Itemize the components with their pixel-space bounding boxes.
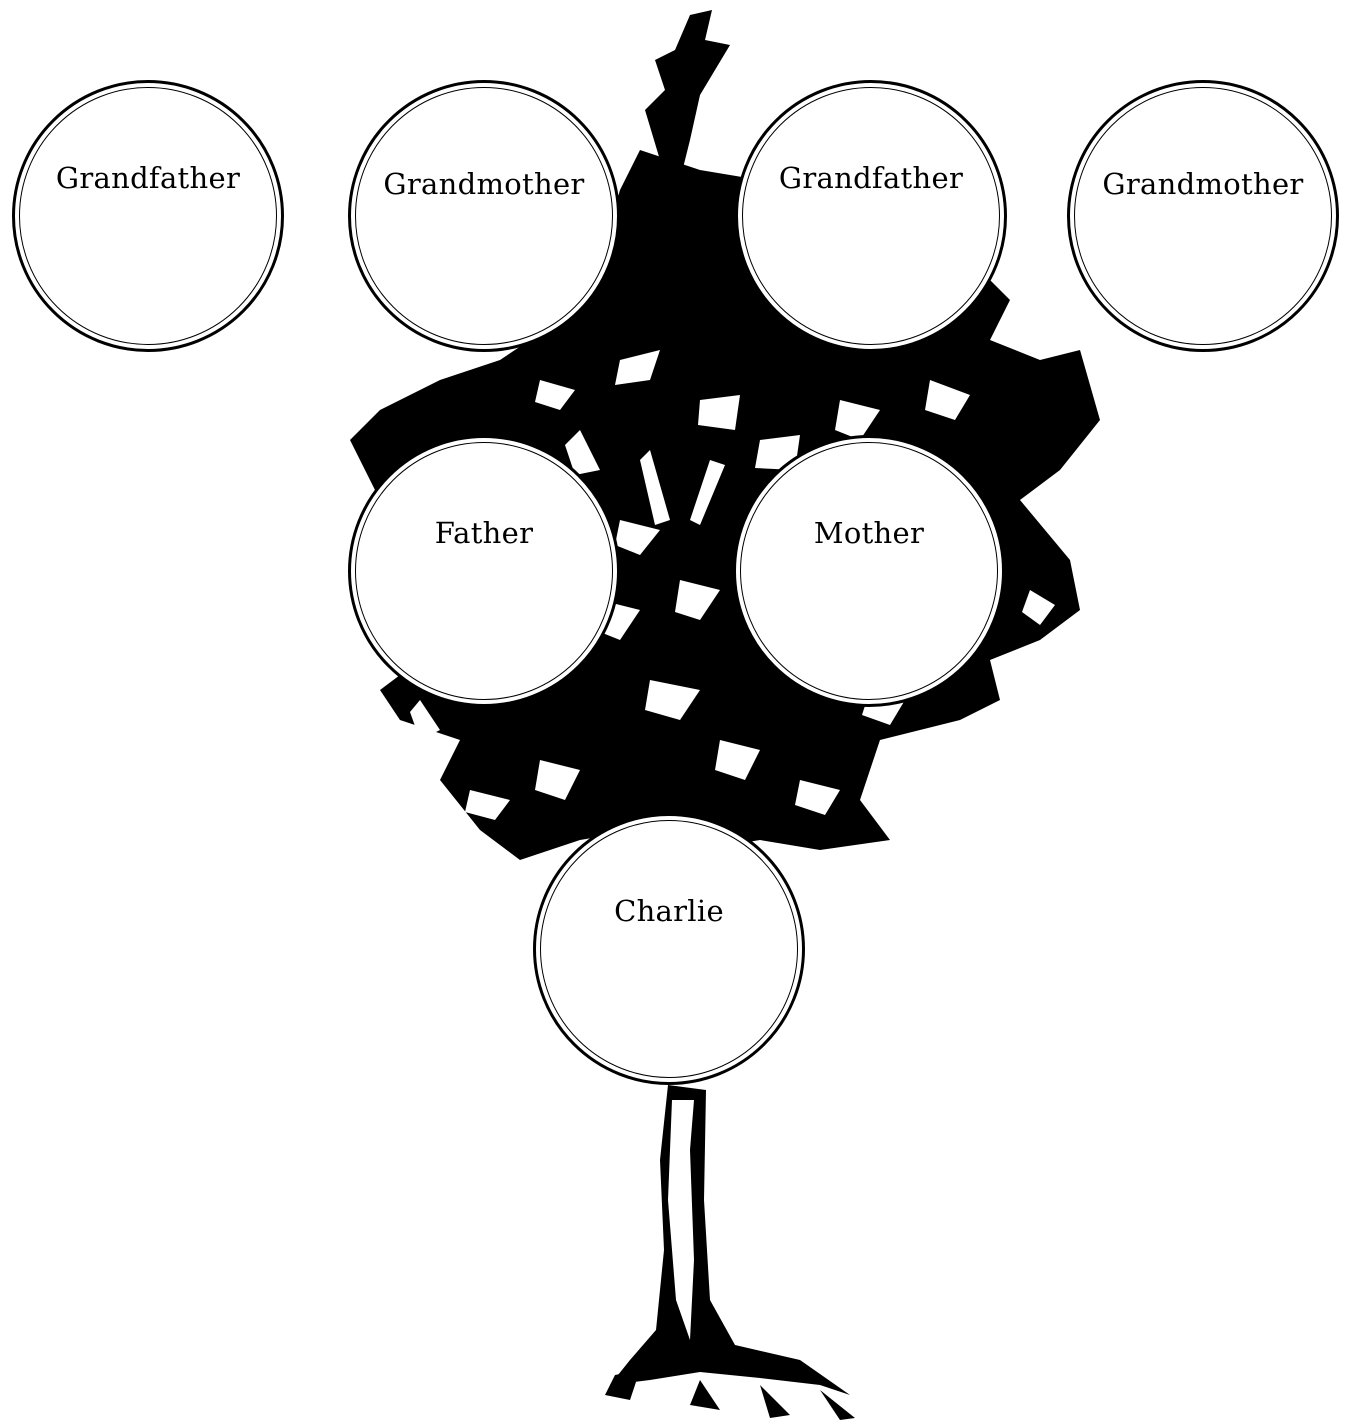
node-label: Grandmother <box>1102 167 1304 201</box>
node-label: Charlie <box>614 894 724 928</box>
node-child: Charlie <box>533 813 805 1085</box>
node-label: Grandfather <box>778 161 964 195</box>
node-label: Grandmother <box>383 167 585 201</box>
node-paternal-grandmother: Grandmother <box>348 80 620 352</box>
tree-spire <box>645 10 730 200</box>
node-father: Father <box>348 435 620 707</box>
node-label: Father <box>434 516 534 550</box>
node-mother: Mother <box>733 435 1005 707</box>
node-paternal-grandfather: Grandfather <box>12 80 284 352</box>
tree-trunk <box>610 1085 850 1395</box>
node-maternal-grandfather: Grandfather <box>735 80 1007 352</box>
node-maternal-grandmother: Grandmother <box>1067 80 1339 352</box>
node-label: Grandfather <box>55 161 241 195</box>
tree-roots <box>605 1370 855 1420</box>
node-label: Mother <box>813 516 925 550</box>
